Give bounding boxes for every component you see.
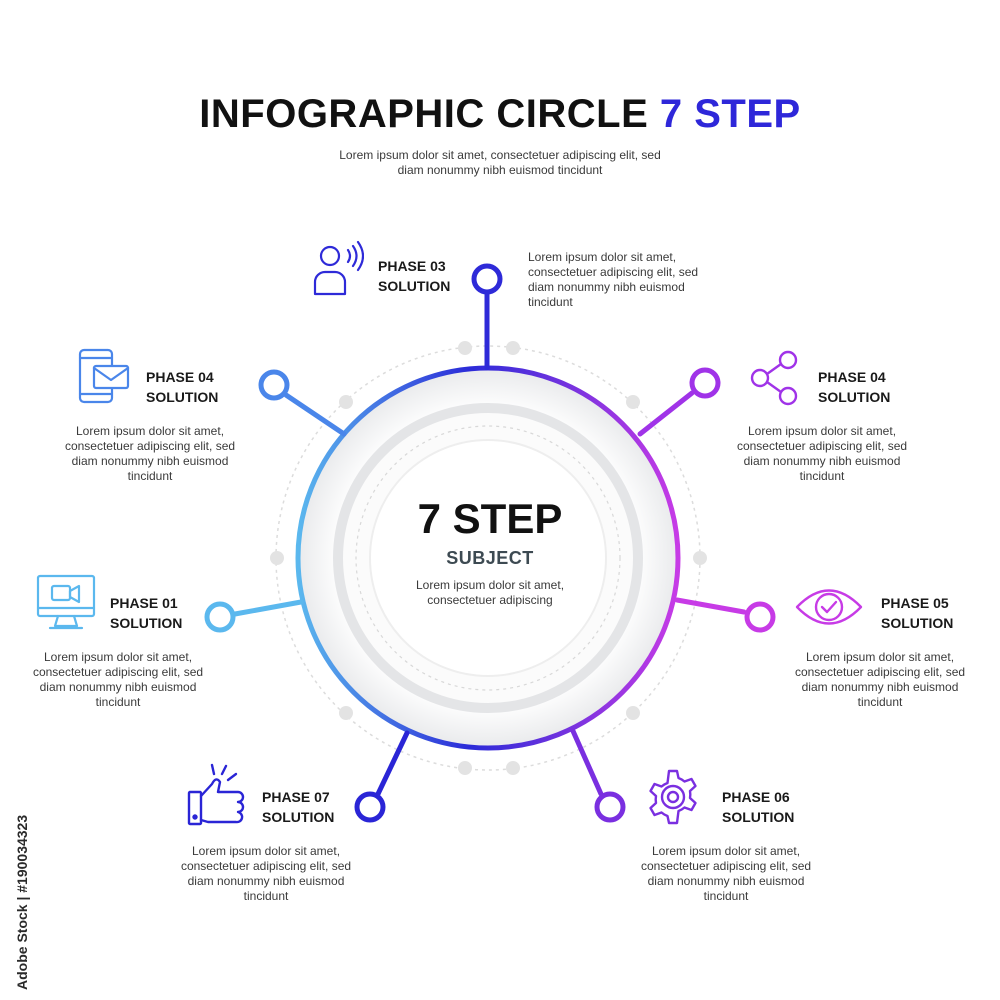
center-subtitle: SUBJECT (446, 548, 534, 568)
spoke-phase06 (570, 728, 604, 797)
phase03-desc-line: consectetuer adipiscing elit, sed (528, 265, 699, 279)
subtitle-line-1: Lorem ipsum dolor sit amet, consectetuer… (339, 148, 661, 162)
phase03-label: PHASE 03 SOLUTION (378, 256, 450, 296)
center-description: Lorem ipsum dolor sit amet, consectetuer… (390, 578, 590, 608)
phase07-desc-line: diam nonummy nibh euismod (187, 874, 345, 888)
phase06-desc-line: diam nonummy nibh euismod (647, 874, 805, 888)
phase06-desc-line: consectetuer adipiscing elit, sed (640, 859, 812, 873)
phase05-solution: SOLUTION (881, 615, 954, 631)
node-phase06 (594, 791, 626, 823)
spoke-phase01 (232, 599, 304, 617)
inner-dashed-ring (355, 425, 621, 691)
spoke-phase04-right (637, 390, 695, 437)
phase04-right-description: Lorem ipsum dolor sit amet, consectetuer… (722, 424, 922, 484)
phase05-desc-line: consectetuer adipiscing elit, sed (794, 665, 966, 679)
phase03-desc-line: Lorem ipsum dolor sit amet, (528, 250, 677, 264)
phase04-left-label: PHASE 04 SOLUTION (146, 367, 218, 407)
phase06-solution: SOLUTION (722, 809, 795, 825)
center-desc-line-2: consectetuer adipiscing (427, 593, 553, 607)
phase01-label: PHASE 01 SOLUTION (110, 593, 182, 633)
phase07-desc-line: tincidunt (243, 889, 289, 903)
phase04-right-title: PHASE 04 (818, 369, 886, 385)
phase01-title: PHASE 01 (110, 595, 178, 611)
center-title: 7 STEP (417, 495, 563, 542)
user-speaking-icon (312, 240, 364, 298)
phone-mail-icon (76, 348, 134, 406)
phase04-right-solution: SOLUTION (818, 389, 891, 405)
outer-ring-dots (270, 341, 707, 775)
node-phase07 (354, 791, 386, 823)
phase07-title: PHASE 07 (262, 789, 330, 805)
node-phase04-right (689, 367, 721, 399)
node-phase03 (471, 263, 503, 295)
stock-watermark: Adobe Stock | #190034323 (14, 814, 30, 990)
phase05-label: PHASE 05 SOLUTION (881, 593, 953, 633)
phase04-right-desc-line: Lorem ipsum dolor sit amet, (747, 424, 897, 438)
phase04-right-label: PHASE 04 SOLUTION (818, 367, 890, 407)
phase04-left-solution: SOLUTION (146, 389, 219, 405)
phase06-label: PHASE 06 SOLUTION (722, 787, 794, 827)
phase01-description: Lorem ipsum dolor sit amet, consectetuer… (18, 650, 218, 710)
phase03-desc-line: diam nonummy nibh euismod (528, 280, 685, 294)
phase05-description: Lorem ipsum dolor sit amet, consectetuer… (780, 650, 980, 710)
phase03-title: PHASE 03 (378, 258, 446, 274)
phase04-right-desc-line: tincidunt (799, 469, 845, 483)
page-subtitle: Lorem ipsum dolor sit amet, consectetuer… (300, 148, 700, 178)
node-phase05 (744, 601, 776, 633)
phase04-right-desc-line: diam nonummy nibh euismod (743, 454, 901, 468)
thumbs-up-icon (186, 762, 248, 828)
phase03-description: Lorem ipsum dolor sit amet, consectetuer… (528, 250, 718, 310)
title-accent: 7 STEP (659, 92, 801, 136)
phase05-desc-line: Lorem ipsum dolor sit amet, (805, 650, 955, 664)
phase01-desc-line: diam nonummy nibh euismod (39, 680, 197, 694)
phase05-desc-line: diam nonummy nibh euismod (801, 680, 959, 694)
phase01-desc-line: Lorem ipsum dolor sit amet, (43, 650, 193, 664)
phase07-label: PHASE 07 SOLUTION (262, 787, 334, 827)
phase07-desc-line: Lorem ipsum dolor sit amet, (191, 844, 341, 858)
center-disc (369, 439, 607, 677)
phase04-left-desc-line: Lorem ipsum dolor sit amet, (75, 424, 225, 438)
phase07-description: Lorem ipsum dolor sit amet, consectetuer… (166, 844, 366, 904)
nodes (204, 263, 776, 823)
page-title: INFOGRAPHIC CIRCLE 7 STEP (0, 92, 1000, 137)
phase06-desc-line: tincidunt (703, 889, 749, 903)
phase07-solution: SOLUTION (262, 809, 335, 825)
phase06-desc-line: Lorem ipsum dolor sit amet, (651, 844, 801, 858)
spoke-phase07 (375, 730, 410, 797)
gear-icon (644, 768, 702, 826)
phase04-left-desc-line: consectetuer adipiscing elit, sed (64, 439, 236, 453)
phase03-solution: SOLUTION (378, 278, 451, 294)
phase04-left-desc-line: tincidunt (127, 469, 173, 483)
node-phase01 (204, 601, 236, 633)
video-monitor-icon (36, 574, 96, 632)
eye-check-icon (794, 584, 864, 630)
phase01-desc-line: tincidunt (95, 695, 141, 709)
center-desc-line-1: Lorem ipsum dolor sit amet, (415, 578, 565, 592)
spoke-phase04-left (283, 392, 347, 437)
phase01-desc-line: consectetuer adipiscing elit, sed (32, 665, 204, 679)
phase03-desc-line: tincidunt (528, 295, 573, 309)
subtitle-line-2: diam nonummy nibh euismod tincidunt (397, 163, 603, 177)
phase01-solution: SOLUTION (110, 615, 183, 631)
share-icon (748, 350, 802, 406)
spokes (232, 289, 747, 797)
spoke-phase05 (674, 597, 747, 615)
phase07-desc-line: consectetuer adipiscing elit, sed (180, 859, 352, 873)
phase04-left-title: PHASE 04 (146, 369, 214, 385)
title-main: INFOGRAPHIC CIRCLE (199, 92, 649, 136)
phase05-desc-line: tincidunt (857, 695, 903, 709)
phase06-title: PHASE 06 (722, 789, 790, 805)
phase04-left-description: Lorem ipsum dolor sit amet, consectetuer… (50, 424, 250, 484)
phase06-description: Lorem ipsum dolor sit amet, consectetuer… (626, 844, 826, 904)
phase04-right-desc-line: consectetuer adipiscing elit, sed (736, 439, 908, 453)
node-phase04-left (258, 369, 290, 401)
phase05-title: PHASE 05 (881, 595, 949, 611)
phase04-left-desc-line: diam nonummy nibh euismod (71, 454, 229, 468)
